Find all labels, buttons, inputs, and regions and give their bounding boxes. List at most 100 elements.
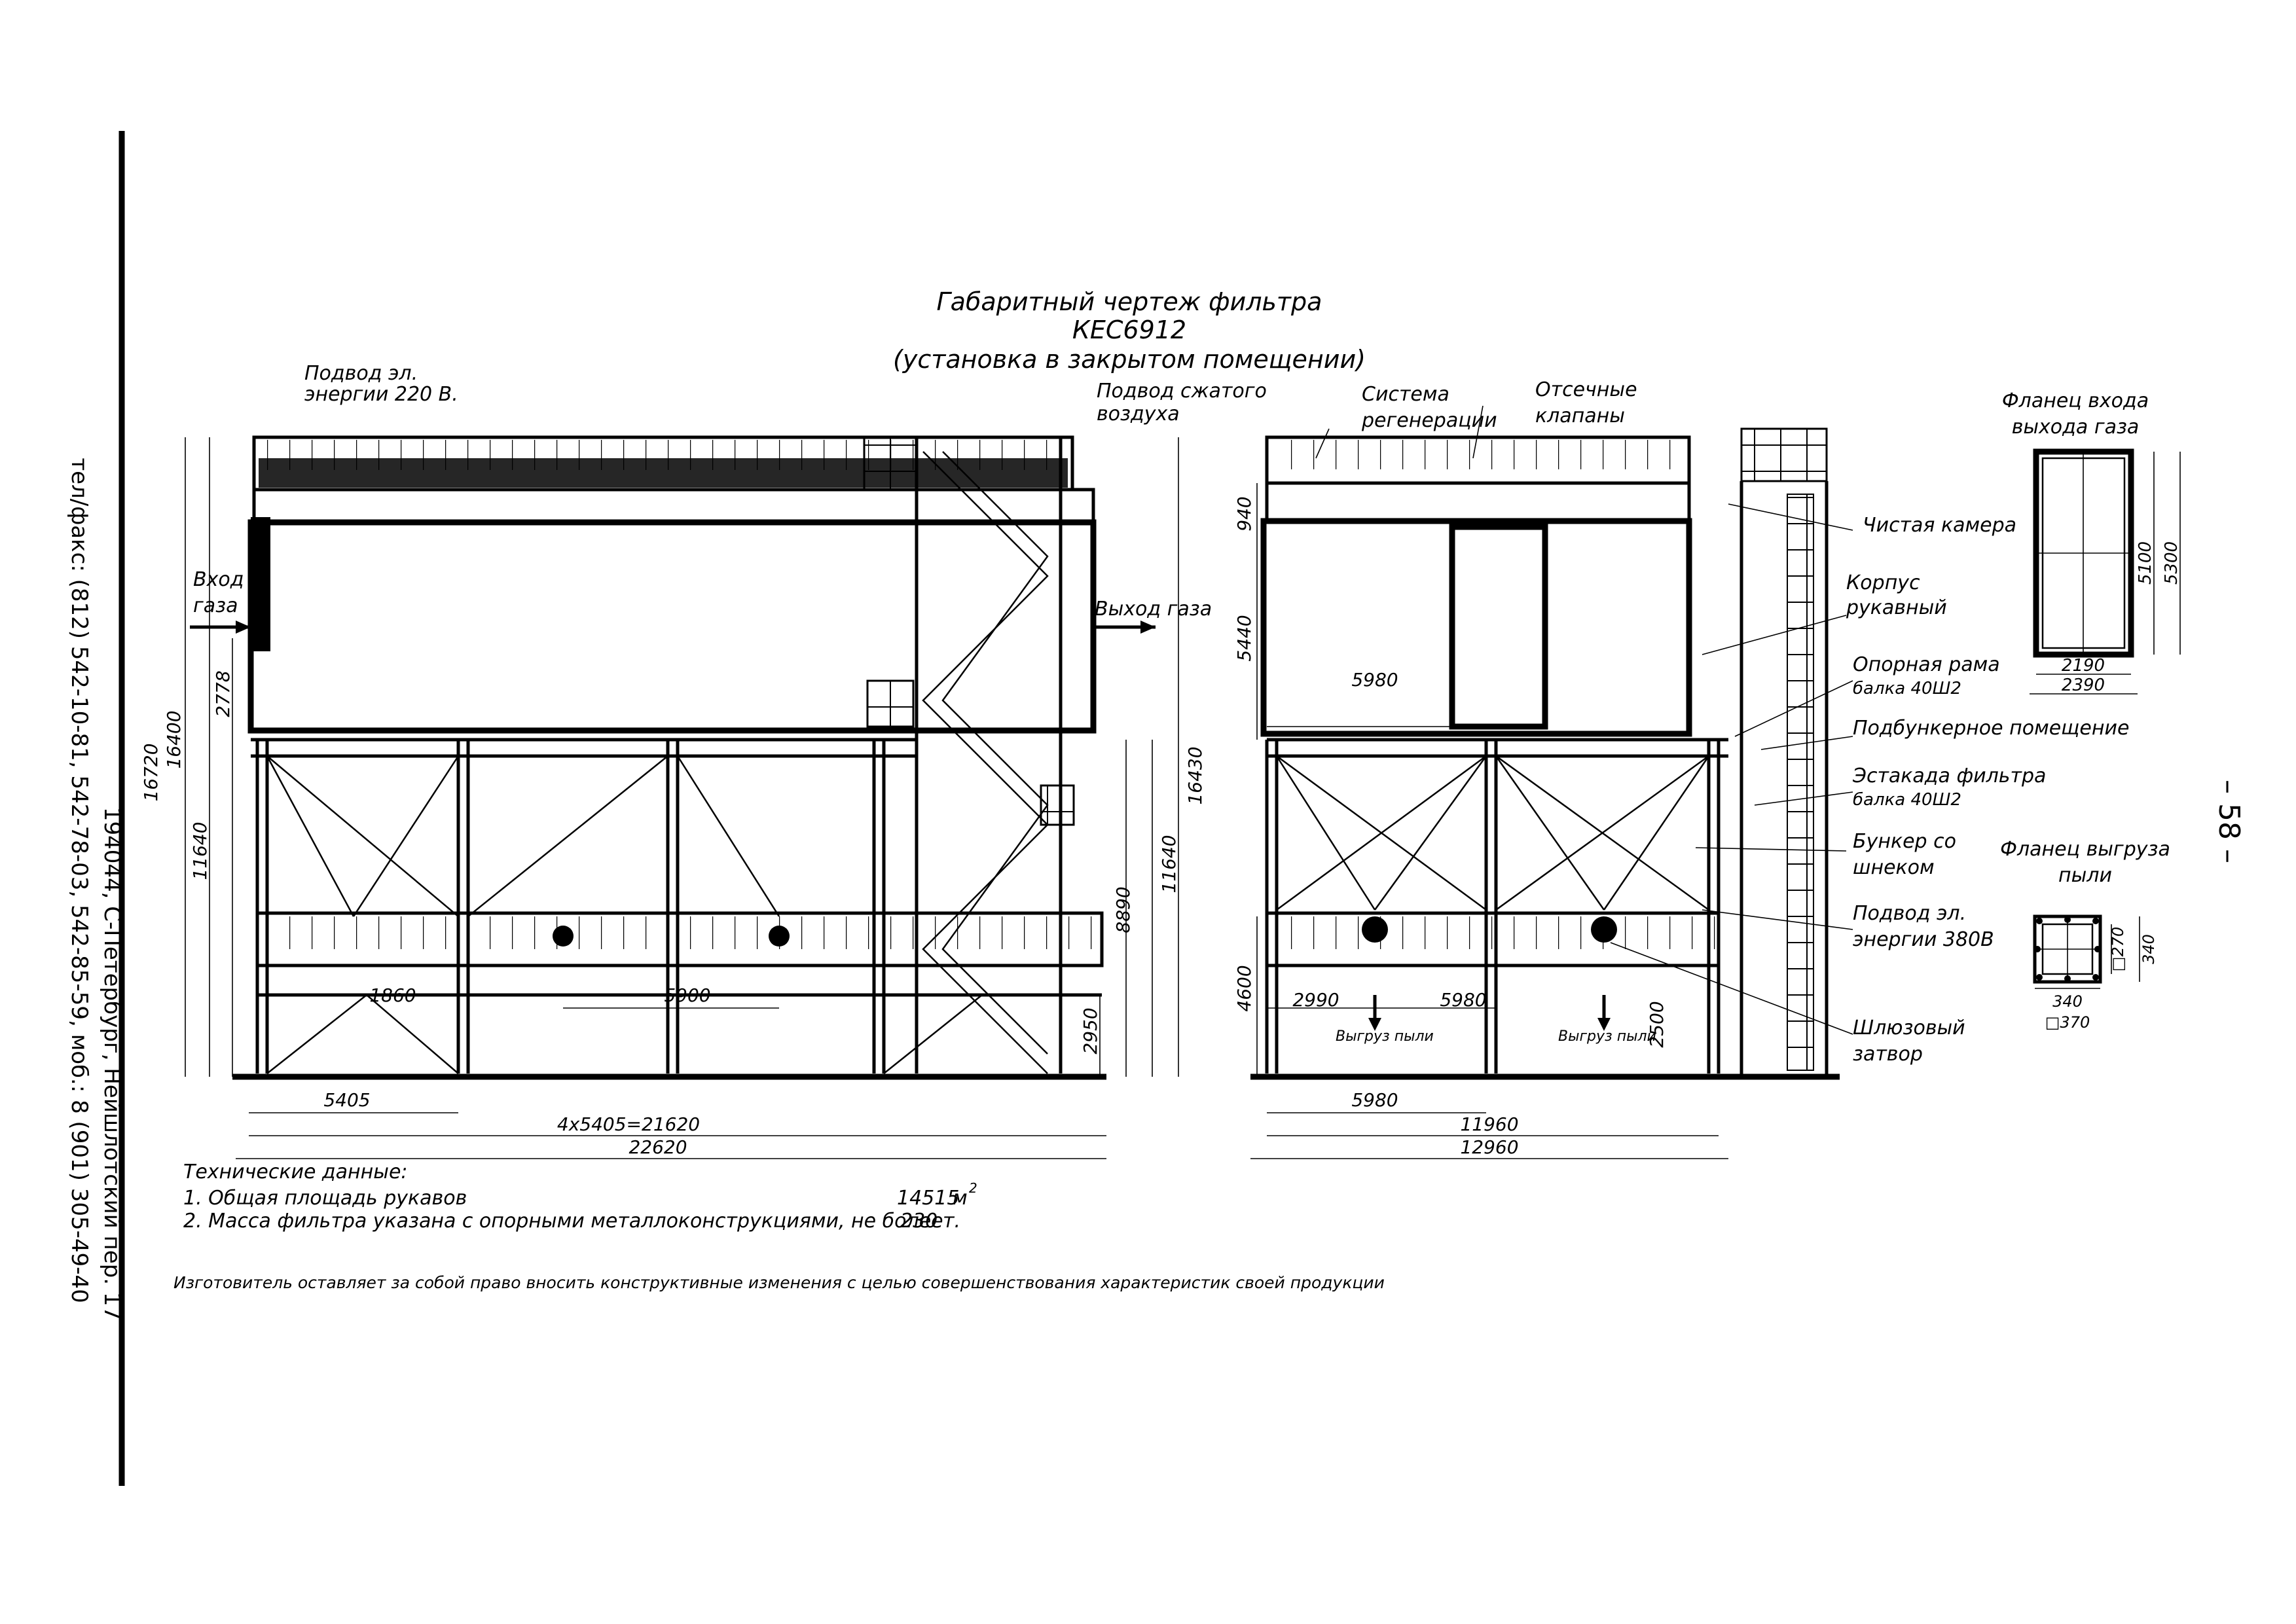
side-hopper-braces [266, 755, 780, 917]
dim-16430: 16430 [1184, 746, 1206, 804]
label-trestle-line1: Эстакада фильтра [1852, 765, 2046, 787]
dim-940: 940 [1233, 496, 1255, 531]
dust-flange-dim-340: 340 [2052, 992, 2083, 1011]
tech-item-1-value: 14515 [897, 1187, 959, 1210]
dim-1860: 1860 [369, 984, 416, 1006]
dim-2990: 2990 [1292, 989, 1339, 1011]
label-gas-in-line1: Вход [193, 568, 244, 591]
label-under-hopper: Подбункерное помещение [1853, 717, 2129, 740]
end-view: Система регенерации Отсечные клапаны Чис… [1233, 378, 2129, 1159]
side-lock-valve-1 [553, 926, 574, 947]
dim-8890: 8890 [1112, 886, 1134, 933]
label-regen-line2: регенерации [1361, 409, 1497, 432]
dust-flange-title-line2: пыли [2058, 864, 2112, 887]
gas-flange-dim-2190: 2190 [2062, 656, 2105, 676]
end-columns [1265, 740, 1721, 1074]
label-power-380-line2: энергии 380В [1853, 928, 1994, 951]
label-hopper-line1: Бункер со [1853, 830, 1956, 853]
end-filter-body [1260, 518, 1692, 737]
dim-5405: 5405 [323, 1089, 370, 1111]
label-hopper-line2: шнеком [1853, 856, 1935, 879]
tech-item-2: 2. Масса фильтра указана с опорными мета… [183, 1210, 943, 1233]
label-clean-chamber: Чистая камера [1863, 514, 2016, 537]
tech-item-2-value: 230 [900, 1210, 938, 1233]
drawing-title: Габаритный чертеж фильтра КЕС6912 (устан… [893, 287, 1366, 374]
side-lock-valve-2 [769, 926, 790, 947]
side-columns [255, 740, 886, 1074]
end-service-platform [1265, 911, 1721, 967]
side-clean-chamber [252, 488, 1095, 524]
dim-4x5405: 4x5405=21620 [557, 1113, 700, 1135]
dim-4600: 4600 [1233, 965, 1255, 1011]
stair-tower [863, 436, 1075, 1074]
gas-flange-dim-5100: 5100 [2136, 541, 2155, 585]
label-dust-out-1: Выгруз пыли [1336, 1028, 1434, 1045]
label-trestle-line2: балка 40Ш2 [1853, 790, 1961, 810]
gas-flange-title-line2: выхода газа [2012, 416, 2140, 439]
dust-flange-dim-340-vertical: 340 [2140, 934, 2158, 964]
end-ladder-tower [1740, 427, 1829, 1077]
label-body-line2: рукавный [1846, 596, 1947, 619]
dust-flange-detail: Фланец выгруза пыли □270 340 340 □370 [2000, 838, 2170, 1032]
contact-line-2: тел/факс: (812) 542-10-81, 542-78-03, 54… [66, 458, 92, 1303]
tech-item-1: 1. Общая площадь рукавов [183, 1187, 467, 1210]
label-gas-out: Выход газа [1095, 598, 1212, 621]
dim-11640-right: 11640 [1158, 835, 1180, 893]
dim-5980-bottom: 5980 [1351, 1089, 1398, 1111]
gas-flange-dim-2390: 2390 [2062, 676, 2105, 695]
dust-flange-dim-270: □270 [2109, 927, 2127, 971]
label-air-line1: Подвод сжатого [1097, 380, 1267, 403]
dust-flange-dim-370: □370 [2045, 1013, 2090, 1032]
dim-11960: 11960 [1460, 1113, 1518, 1135]
label-power-220-line1: Подвод эл. [304, 362, 418, 385]
side-filter-body [247, 519, 1097, 734]
dim-16720: 16720 [140, 743, 162, 801]
gas-flange-title-line1: Фланец входа [2002, 389, 2149, 412]
contact-line-1: 194044, С-Петербург, Нейшлотский пер. 17 [99, 807, 125, 1320]
dim-5440: 5440 [1233, 615, 1255, 661]
label-regen-line1: Система [1362, 383, 1449, 406]
tech-heading: Технические данные: [183, 1161, 408, 1183]
tech-item-1-sup: 2 [969, 1180, 977, 1196]
dim-5980-top: 5980 [1351, 669, 1398, 691]
title-line-3: (установка в закрытом помещении) [893, 345, 1366, 374]
page-number: – 58 – [2212, 780, 2246, 863]
dim-12960: 12960 [1460, 1136, 1518, 1158]
side-service-platform [255, 911, 1104, 967]
title-line-2: КЕС6912 [1072, 316, 1186, 344]
gas-flange-detail: Фланец входа выхода газа 5100 5300 2190 … [2002, 389, 2181, 695]
end-lock-valve-2 [1591, 916, 1617, 943]
dim-5980-mid: 5980 [1440, 989, 1486, 1011]
tech-item-1-unit: м [953, 1187, 968, 1210]
label-dust-out-2: Выгруз пыли [1558, 1028, 1656, 1045]
end-lock-valve-1 [1362, 916, 1388, 943]
side-lower-braces [266, 994, 983, 1074]
label-lock-line1: Шлюзовый [1853, 1017, 1965, 1039]
dim-5900: 5900 [664, 984, 710, 1006]
label-gas-in-line2: газа [193, 594, 238, 617]
leader-lines [1315, 405, 1853, 1035]
label-body-line1: Корпус [1846, 571, 1920, 594]
disclaimer: Изготовитель оставляет за собой право вн… [173, 1273, 1385, 1292]
label-power-220-line2: энергии 220 В. [304, 383, 458, 406]
gas-flange-dim-5300: 5300 [2162, 541, 2181, 585]
dim-2778: 2778 [212, 670, 234, 717]
end-hopper-braces [1275, 755, 1710, 911]
end-inspection-door [1449, 524, 1548, 730]
label-lock-line2: затвор [1853, 1043, 1923, 1066]
end-clean-chamber [1265, 481, 1691, 523]
side-view: Подвод эл. энергии 220 В. Подвод сжатого… [140, 362, 1267, 1159]
dim-11640: 11640 [189, 821, 211, 880]
side-regen-equipment [259, 458, 1068, 488]
label-valves-line2: клапаны [1535, 405, 1625, 427]
gas-inlet-duct [251, 517, 270, 651]
label-valves-line1: Отсечные [1535, 378, 1637, 401]
tech-item-2-unit: т. [943, 1210, 960, 1233]
dim-2500: 2500 [1646, 1001, 1667, 1047]
dust-flange-title-line1: Фланец выгруза [2000, 838, 2170, 861]
title-line-1: Габаритный чертеж фильтра [937, 287, 1322, 316]
label-frame-line2: балка 40Ш2 [1853, 679, 1961, 698]
dim-22620: 22620 [629, 1136, 687, 1158]
dim-2950: 2950 [1080, 1007, 1101, 1054]
